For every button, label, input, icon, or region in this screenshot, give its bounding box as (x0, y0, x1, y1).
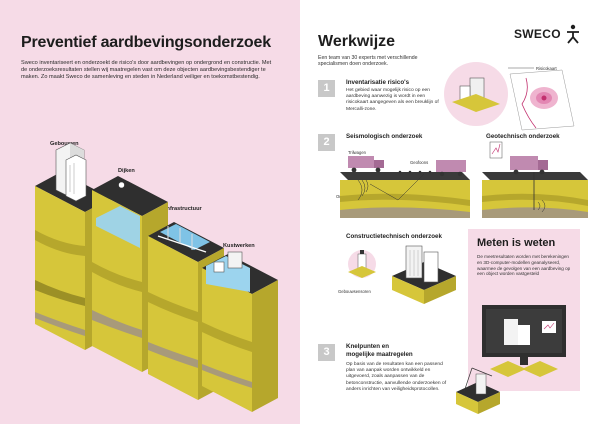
step-2-number: 2 (318, 134, 335, 151)
werkwijze-title: Werkwijze (318, 33, 396, 50)
risk-map-icon (444, 62, 575, 131)
step-3-number: 3 (318, 344, 335, 361)
werkwijze-subtitle: Een team van 30 experts met verschillend… (318, 55, 418, 68)
step-3-text: Op basis van de resultaten kan een passe… (346, 362, 447, 392)
truck-icon (348, 156, 384, 173)
seismic-survey (340, 156, 470, 218)
geofoons-label: Geofoons (410, 160, 429, 165)
intro-text: Sweco inventariseert en onderzoekt de ri… (21, 60, 272, 81)
step-1-text: Het gebied waar mogelijk risico op een a… (346, 88, 439, 112)
left-panel: Preventief aardbevingsonderzoek Sweco in… (0, 0, 300, 424)
step-2-illustration (340, 141, 588, 218)
building-icon (392, 245, 456, 304)
sweco-logo-icon (566, 24, 579, 44)
step-1-illustration (444, 62, 575, 131)
right-panel: Werkwijze Een team van 30 experts met ve… (300, 0, 600, 424)
constructie-title: Constructietechnisch onderzoek (346, 233, 442, 240)
meten-is-weten-box: Meten is weten De meetresultaten worden … (468, 229, 580, 391)
geotechnical-survey (482, 141, 588, 218)
column-gebouwen (35, 142, 111, 350)
logo-text: SWECO (514, 27, 561, 41)
meten-text: De meetresultaten worden met berekeninge… (477, 254, 571, 277)
meten-title: Meten is weten (477, 237, 556, 249)
step-3-title: Knelpunten en mogelijke maatregelen (346, 343, 413, 358)
label-dijken: Dijken (118, 168, 135, 174)
page-title: Preventief aardbevingsonderzoek (21, 34, 271, 51)
geophone-icon (398, 170, 432, 174)
risicokaart-label: Risicokaart (536, 66, 557, 71)
trilwagen-label: Trilwagen (348, 150, 366, 155)
step-1-number: 1 (318, 80, 335, 97)
step-3-illustration (456, 367, 500, 414)
step-1-title: Inventarisatie risico's (346, 79, 410, 86)
sweco-logo: SWECO (514, 24, 581, 44)
constructie-illustration (348, 245, 456, 304)
step-2-title-geotechnisch: Geotechnisch onderzoek (486, 133, 560, 140)
crane-icon (456, 367, 500, 414)
sensoren-label: Gebouwsensoren (338, 289, 371, 294)
label-kustwerken: Kustwerken (223, 243, 255, 249)
monitor-icon (482, 305, 566, 377)
step-2-title: Seismologisch onderzoek (346, 133, 423, 140)
label-infrastructuur: Infrastructuur (165, 206, 202, 212)
column-kustwerken (202, 251, 278, 412)
sensor-icon (348, 250, 376, 278)
label-gebouwen: Gebouwen (50, 141, 79, 147)
soil-columns-illustration (35, 142, 278, 412)
